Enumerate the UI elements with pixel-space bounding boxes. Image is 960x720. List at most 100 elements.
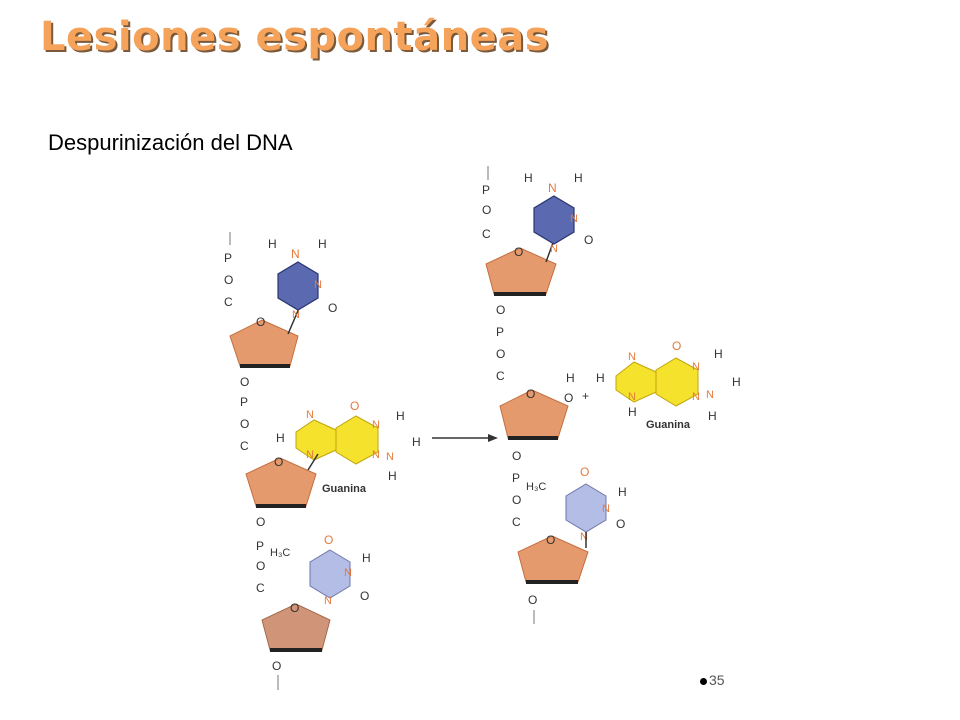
svg-text:O: O	[272, 659, 281, 673]
svg-text:O: O	[256, 315, 265, 329]
svg-text:O: O	[526, 387, 535, 401]
plus-sign: +	[582, 389, 589, 403]
svg-text:N: N	[628, 391, 636, 403]
svg-text:O: O	[240, 375, 249, 389]
svg-text:N: N	[580, 531, 588, 543]
svg-text:O: O	[616, 517, 625, 531]
svg-text:N: N	[548, 181, 557, 195]
svg-text:O: O	[324, 533, 333, 547]
svg-text:P: P	[496, 325, 504, 339]
svg-text:N: N	[372, 449, 380, 461]
svg-text:N: N	[628, 351, 636, 363]
svg-text:N: N	[306, 409, 314, 421]
svg-text:H: H	[596, 371, 605, 385]
slide-title: Lesiones espontáneas	[40, 14, 550, 60]
svg-text:O: O	[482, 203, 491, 217]
svg-text:N: N	[291, 247, 300, 261]
right-thymine-base: H₃C O H N N O	[526, 465, 627, 548]
svg-text:H: H	[714, 347, 723, 361]
svg-text:O: O	[496, 303, 505, 317]
slide-subtitle: Despurinización del DNA	[48, 130, 293, 155]
svg-text:N: N	[292, 309, 300, 321]
svg-text:O: O	[546, 533, 555, 547]
svg-text:N: N	[550, 243, 558, 255]
svg-text:H: H	[276, 431, 285, 445]
svg-text:H: H	[574, 171, 583, 185]
svg-text:C: C	[240, 439, 249, 453]
right-dna-strand: P O C O H N H N N O O P O C O H	[482, 166, 741, 624]
right-sugar-3: O	[517, 533, 589, 584]
svg-text:O: O	[564, 391, 573, 405]
svg-text:H: H	[396, 409, 405, 423]
free-guanine-label: Guanina	[646, 419, 691, 431]
svg-text:O: O	[512, 493, 521, 507]
svg-text:N: N	[372, 419, 380, 431]
left-guanine-label: Guanina	[322, 483, 367, 495]
svg-text:O: O	[496, 347, 505, 361]
left-thymine-base: H₃C O H N N O	[270, 533, 371, 607]
svg-text:P: P	[512, 471, 520, 485]
bullet-dot	[700, 677, 707, 685]
page-number: 35	[700, 672, 725, 688]
svg-text:N: N	[306, 449, 314, 461]
svg-text:H₃C: H₃C	[270, 547, 290, 559]
backbone-phosphate: P	[224, 251, 232, 265]
page-number-text: 35	[709, 672, 725, 688]
svg-text:H: H	[412, 435, 421, 449]
svg-text:C: C	[496, 369, 505, 383]
svg-text:N: N	[324, 595, 332, 607]
svg-text:P: P	[240, 395, 248, 409]
svg-text:P: P	[482, 183, 490, 197]
left-sugar-3: O	[261, 601, 331, 652]
svg-text:H: H	[708, 409, 717, 423]
left-dna-strand: P O C O H N H N N O O P O C H N	[224, 232, 421, 690]
svg-text:H: H	[388, 469, 397, 483]
right-cytosine-base: H N H N N O	[524, 171, 593, 255]
backbone-carbon: C	[224, 295, 233, 309]
svg-text:N: N	[344, 567, 352, 579]
svg-text:N: N	[692, 361, 700, 373]
svg-text:H: H	[268, 237, 277, 251]
svg-text:O: O	[672, 339, 681, 353]
svg-text:H: H	[628, 405, 637, 419]
svg-text:N: N	[570, 213, 578, 225]
svg-text:O: O	[350, 399, 359, 413]
backbone-oxygen: O	[224, 273, 233, 287]
svg-text:N: N	[386, 451, 394, 463]
left-cytosine-base: H N H N N O	[268, 237, 337, 321]
svg-text:N: N	[706, 389, 714, 401]
svg-text:P: P	[256, 539, 264, 553]
svg-text:O: O	[580, 465, 589, 479]
svg-text:O: O	[514, 245, 523, 259]
svg-text:H: H	[318, 237, 327, 251]
svg-text:C: C	[512, 515, 521, 529]
svg-text:O: O	[256, 515, 265, 529]
svg-text:O: O	[584, 233, 593, 247]
svg-text:O: O	[528, 593, 537, 607]
right-sugar-1: O	[485, 239, 557, 296]
svg-text:C: C	[256, 581, 265, 595]
right-sugar-2-ap-site: O H O +	[499, 371, 589, 440]
svg-text:H₃C: H₃C	[526, 481, 546, 493]
left-sugar-2: O	[245, 453, 319, 508]
left-guanine-base: H N N O H N H N N H Guanina	[276, 399, 421, 495]
left-sugar-1: O	[229, 305, 301, 368]
svg-text:O: O	[274, 455, 283, 469]
free-guanine-base: H N N H O H N H N N H Guanina	[596, 339, 741, 431]
svg-text:O: O	[512, 449, 521, 463]
svg-text:O: O	[256, 559, 265, 573]
svg-text:O: O	[240, 417, 249, 431]
svg-text:O: O	[360, 589, 369, 603]
svg-text:N: N	[602, 503, 610, 515]
svg-text:C: C	[482, 227, 491, 241]
svg-text:H: H	[732, 375, 741, 389]
svg-text:H: H	[362, 551, 371, 565]
svg-text:O: O	[328, 301, 337, 315]
svg-text:N: N	[692, 391, 700, 403]
reaction-arrow	[432, 434, 498, 442]
svg-text:O: O	[290, 601, 299, 615]
svg-text:H: H	[524, 171, 533, 185]
svg-text:H: H	[618, 485, 627, 499]
svg-text:H: H	[566, 371, 575, 385]
